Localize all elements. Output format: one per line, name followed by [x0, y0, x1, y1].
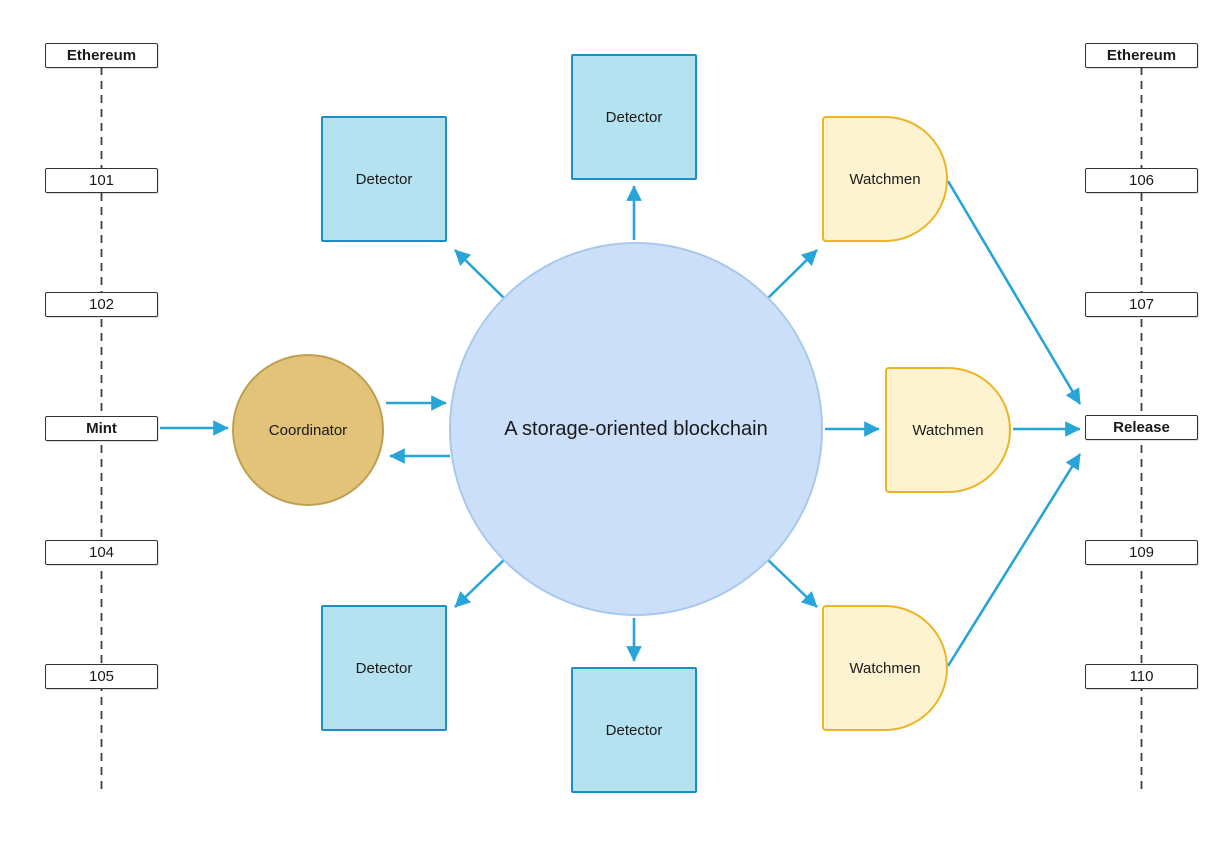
- arrow-chain-to-watchman-top: [765, 249, 818, 301]
- arrow-group: [160, 180, 1082, 667]
- arrow-watchman-bottom-to-release: [946, 453, 1082, 667]
- storage-blockchain-node: A storage-oriented blockchain: [449, 242, 823, 616]
- arrow-chain-to-detector-bottom-left: [454, 557, 507, 608]
- mint-block: Mint: [45, 416, 158, 441]
- arrow-chain-to-detector-top-left: [454, 249, 507, 301]
- watchman-bottom: Watchmen: [822, 605, 948, 731]
- watchman-top: Watchmen: [822, 116, 948, 242]
- left-chain-block-101: 101: [45, 168, 158, 193]
- detector-top-center: Detector: [571, 54, 697, 180]
- left-chain-block-104: 104: [45, 540, 158, 565]
- release-block: Release: [1085, 415, 1198, 440]
- coordinator-node: Coordinator: [232, 354, 384, 506]
- watchman-middle: Watchmen: [885, 367, 1011, 493]
- detector-bottom-left: Detector: [321, 605, 447, 731]
- left-chain-header: Ethereum: [45, 43, 158, 68]
- arrow-watchman-top-to-release: [946, 180, 1082, 405]
- right-chain-block-107: 107: [1085, 292, 1198, 317]
- detector-top-left: Detector: [321, 116, 447, 242]
- right-chain-header: Ethereum: [1085, 43, 1198, 68]
- detector-bottom-center: Detector: [571, 667, 697, 793]
- left-chain-block-102: 102: [45, 292, 158, 317]
- right-chain-block-109: 109: [1085, 540, 1198, 565]
- left-chain-block-105: 105: [45, 664, 158, 689]
- right-chain-block-110: 110: [1085, 664, 1198, 689]
- arrow-chain-to-watchman-bottom: [765, 557, 818, 608]
- right-chain-block-106: 106: [1085, 168, 1198, 193]
